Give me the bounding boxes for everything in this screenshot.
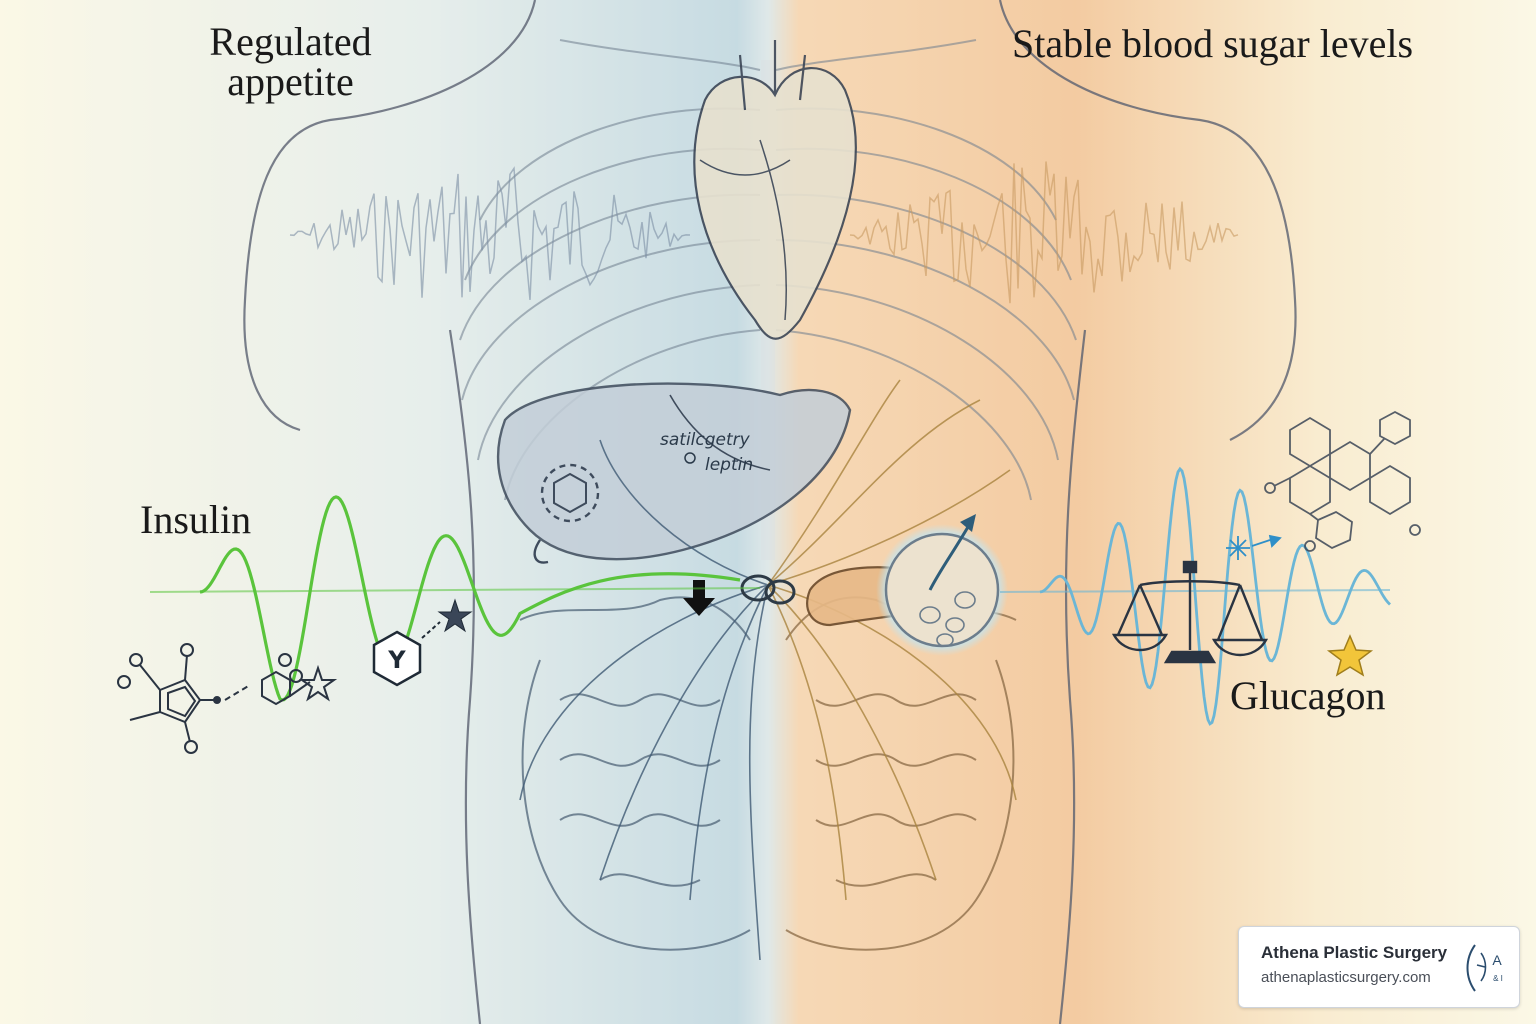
down-arrow-icon: [683, 580, 715, 616]
islet-cell-icon: [876, 514, 1008, 656]
svg-text:& I: & I: [1493, 974, 1503, 983]
svg-text:A: A: [1492, 952, 1502, 968]
watermark-name: Athena Plastic Surgery: [1261, 943, 1448, 962]
magnifier-dot: [684, 452, 696, 464]
signal-waves-chest: [289, 161, 1239, 304]
sparkle-icon: [1226, 534, 1282, 560]
athena-logo-icon: A & I: [1466, 944, 1503, 992]
insulin-baseline: [149, 587, 761, 593]
hexagon-badge-icon: Y: [372, 630, 422, 687]
nerve-strands: [519, 379, 1017, 961]
star-icon: [437, 598, 473, 633]
label-stable-blood-sugar: Stable blood sugar levels: [1012, 21, 1414, 66]
star-icon-gold: [1326, 634, 1374, 677]
label-insulin: Insulin: [140, 497, 252, 542]
watermark-badge[interactable]: Athena Plastic Surgery athenaplasticsurg…: [1238, 926, 1520, 1008]
label-regulated-appetite: Regulated appetite: [209, 19, 372, 104]
glucagon-baseline: [999, 589, 1391, 593]
balance-scale-icon: [1111, 560, 1269, 664]
watermark-url: athenaplasticsurgery.com: [1261, 969, 1431, 986]
organ-label-satiety: satilcgetry: [660, 430, 751, 450]
liver-icon: [496, 382, 852, 564]
heart-icon: [693, 40, 857, 340]
torso-outline: [243, 0, 1297, 1024]
organ-label-leptin: leptin: [705, 455, 753, 475]
molecule-icon: [117, 643, 338, 754]
svg-text:Y: Y: [387, 646, 406, 674]
glucagon-wave: [1039, 466, 1391, 726]
label-glucagon: Glucagon: [1230, 673, 1386, 718]
molecule-icon-right: [1264, 410, 1421, 552]
